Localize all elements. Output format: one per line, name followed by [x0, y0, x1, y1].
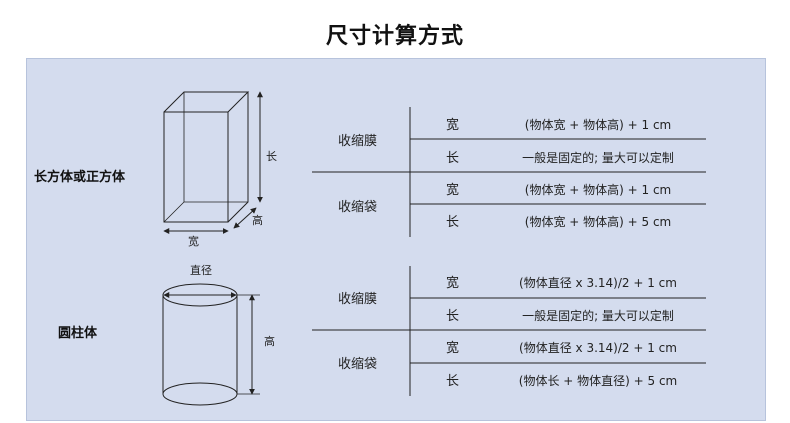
dim-label: 长: [446, 151, 459, 166]
formula-text: 一般是固定的; 量大可以定制: [522, 308, 674, 323]
formula-text: (物体宽 + 物体高) + 1 cm: [525, 117, 671, 132]
cuboid-hidden-edges: [183, 92, 248, 203]
cylinder-drawing: [162, 283, 260, 406]
dim-label: 宽: [446, 275, 459, 291]
pkg-type-label: 收缩袋: [338, 356, 377, 372]
cuboid-hidden-edge: [163, 201, 185, 223]
table-cuboid: [312, 107, 706, 237]
table-cylinder: [312, 266, 706, 396]
formula-text: (物体宽 + 物体高) + 5 cm: [525, 214, 671, 229]
dim-label: 宽: [446, 340, 459, 356]
dim-label: 长: [446, 309, 459, 324]
cylinder-diameter-label: 直径: [190, 263, 212, 277]
formula-text: (物体长 + 物体直径) + 5 cm: [519, 374, 677, 388]
dim-label: 宽: [446, 117, 459, 133]
pkg-type-label: 收缩袋: [338, 199, 377, 215]
page-title: 尺寸计算方式: [325, 24, 464, 49]
pkg-type-label: 收缩膜: [338, 133, 377, 149]
cuboid-drawing: [163, 91, 263, 234]
formula-text: (物体宽 + 物体高) + 1 cm: [525, 182, 671, 197]
dim-label: 长: [446, 215, 459, 230]
dim-label: 宽: [446, 182, 459, 198]
cuboid-right-face: [227, 92, 249, 223]
content-panel: [26, 58, 766, 421]
cuboid-top-face: [163, 91, 250, 113]
dim-label: 长: [446, 374, 459, 389]
formula-text: (物体直径 x 3.14)/2 + 1 cm: [519, 276, 677, 290]
shape-name-cuboid: 长方体或正方体: [34, 169, 126, 185]
cuboid-height-label: 高: [252, 213, 263, 227]
cuboid-front-face: [163, 111, 229, 223]
formula-text: 一般是固定的; 量大可以定制: [522, 150, 674, 165]
formula-text: (物体直径 x 3.14)/2 + 1 cm: [519, 341, 677, 355]
cylinder-height-label: 高: [264, 334, 275, 348]
cylinder-bottom-ellipse: [162, 382, 238, 406]
cuboid-height-arrow: [233, 207, 257, 229]
cuboid-width-label: 宽: [188, 234, 199, 248]
cuboid-length-label: 长: [266, 150, 277, 163]
pkg-type-label: 收缩膜: [338, 291, 377, 307]
shape-name-cylinder: 圆柱体: [58, 325, 98, 341]
